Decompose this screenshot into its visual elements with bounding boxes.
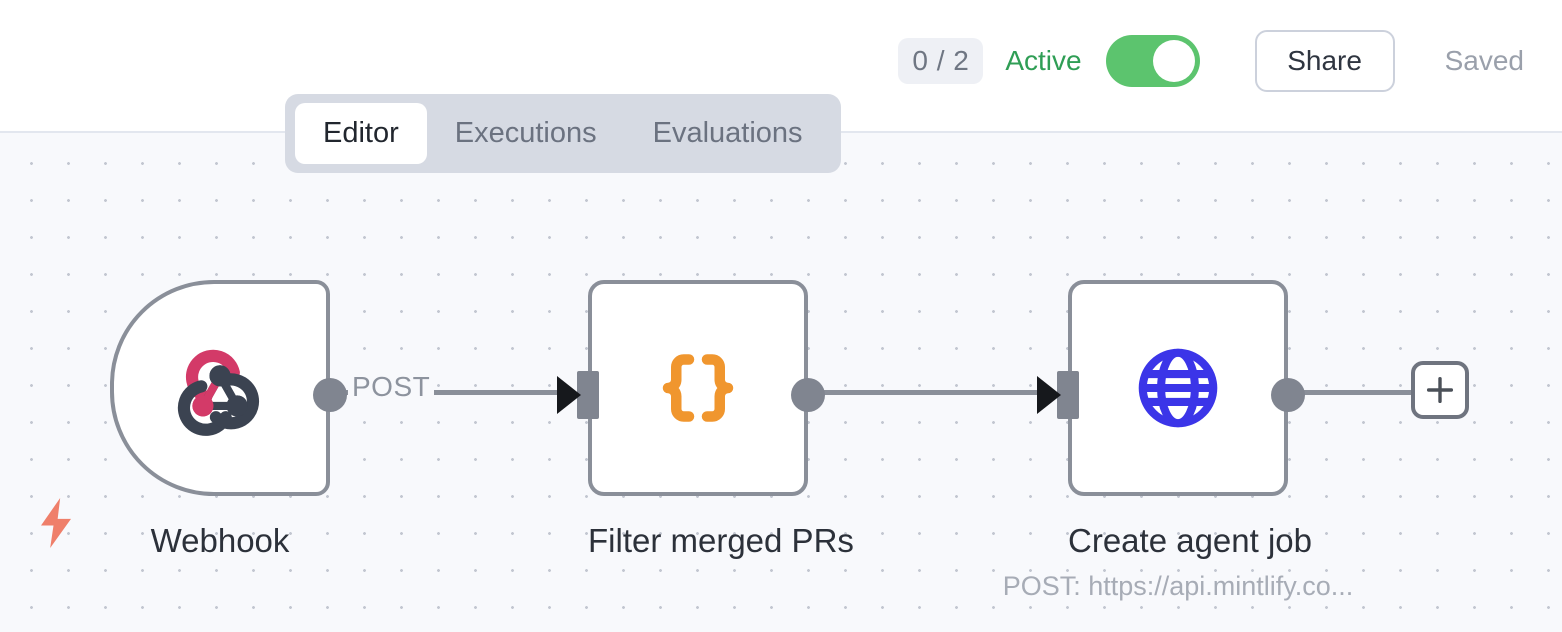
view-tabs: Editor Executions Evaluations [285, 94, 841, 173]
output-port-webhook[interactable] [313, 378, 347, 412]
workflow-canvas[interactable]: POST Webhook Filter merged PRs [0, 133, 1562, 632]
input-port-http[interactable] [1057, 371, 1079, 419]
edge-webhook-to-filter[interactable] [340, 390, 565, 395]
active-toggle[interactable] [1105, 35, 1200, 87]
edge-filter-to-http[interactable] [818, 390, 1043, 395]
node-label-filter: Filter merged PRs [588, 522, 854, 559]
output-port-filter[interactable] [791, 378, 825, 412]
curly-braces-icon [650, 340, 746, 436]
tab-executions[interactable]: Executions [454, 117, 597, 149]
node-subtitle-http: POST: https://api.mintlify.co... [1002, 571, 1354, 601]
add-node-button[interactable] [1411, 361, 1469, 419]
tab-evaluations[interactable]: Evaluations [652, 117, 803, 149]
plus-icon [1426, 376, 1454, 404]
node-label-http: Create agent job [1068, 522, 1313, 559]
output-port-http[interactable] [1271, 378, 1305, 412]
header-actions: 0 / 2 Active Share Saved [898, 29, 1524, 93]
tab-editor[interactable]: Editor [295, 103, 427, 164]
input-port-filter[interactable] [577, 371, 599, 419]
edge-label-post: POST [348, 371, 435, 403]
run-count-badge: 0 / 2 [898, 38, 984, 84]
share-button[interactable]: Share [1254, 30, 1395, 92]
globe-icon [1131, 341, 1225, 435]
edge-arrow-filter [557, 376, 581, 414]
node-create-agent-job[interactable] [1068, 280, 1288, 496]
webhook-icon [168, 336, 272, 440]
saved-status-label: Saved [1444, 45, 1524, 76]
active-status-label: Active [1005, 45, 1082, 76]
lightning-bolt-icon [36, 495, 76, 551]
workflow-graph: POST Webhook Filter merged PRs [0, 133, 1562, 632]
edge-http-to-add[interactable] [1298, 390, 1416, 395]
node-webhook[interactable] [110, 280, 330, 496]
toggle-knob [1152, 40, 1195, 82]
edge-arrow-http [1037, 376, 1061, 414]
node-label-webhook: Webhook [150, 522, 290, 559]
node-filter-merged-prs[interactable] [588, 280, 808, 496]
